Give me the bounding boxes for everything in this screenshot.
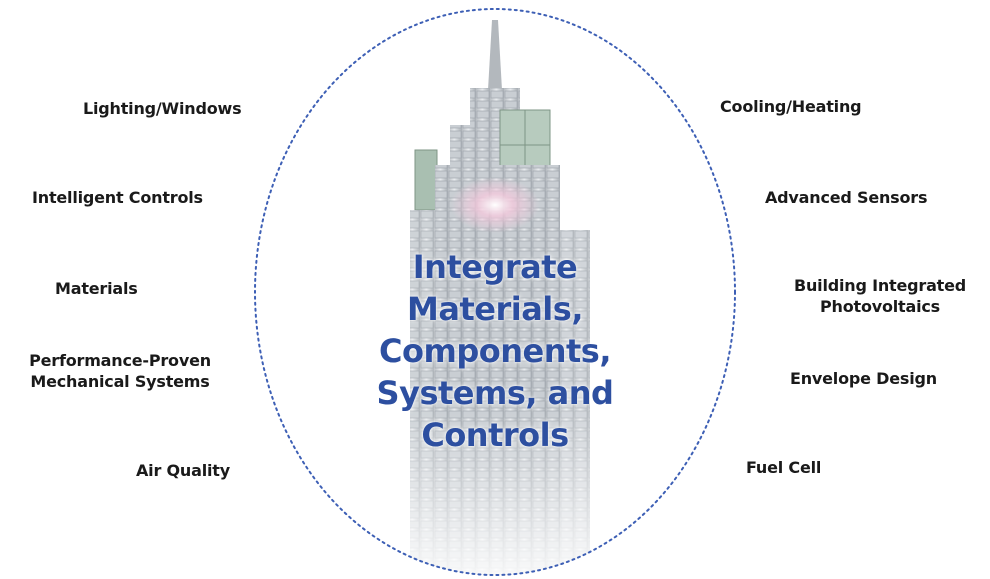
label-line: Photovoltaics	[820, 297, 940, 316]
label-line: Building Integrated	[793, 276, 967, 295]
label-fuel-cell: Fuel Cell	[746, 458, 822, 477]
label-intelligent-controls: Intelligent Controls	[32, 188, 203, 207]
label-line: Performance-Proven	[29, 351, 211, 370]
center-line: Controls	[421, 416, 569, 454]
center-line: Components,	[379, 332, 611, 370]
center-line: Integrate	[412, 248, 578, 286]
label-cooling-heating: Cooling/Heating	[720, 97, 862, 116]
label-advanced-sensors: Advanced Sensors	[765, 188, 928, 207]
label-air-quality: Air Quality	[136, 461, 230, 480]
label-lighting-windows: Lighting/Windows	[83, 99, 242, 118]
center-line: Systems, and	[376, 374, 614, 412]
label-line: Mechanical Systems	[30, 372, 210, 391]
label-envelope-design: Envelope Design	[790, 369, 937, 388]
dotted-ellipse	[254, 8, 736, 576]
label-performance-proven-mechanical-systems: Performance-Proven Mechanical Systems	[10, 350, 230, 392]
center-line: Materials,	[407, 290, 583, 328]
center-statement: Integrate Materials, Components, Systems…	[340, 246, 650, 456]
label-building-integrated-photovoltaics: Building Integrated Photovoltaics	[775, 275, 985, 317]
label-materials: Materials	[55, 279, 138, 298]
